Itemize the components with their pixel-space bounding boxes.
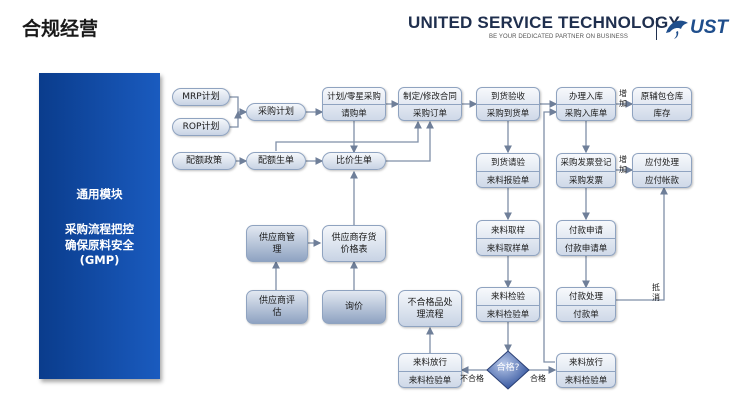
payable-bottom: 应付帐款 (633, 170, 691, 188)
supplier-price-list-node[interactable]: 供应商存货价格表 (322, 225, 386, 262)
arrival-node[interactable]: 到货验收 采购到货单 (476, 87, 540, 121)
payment-processing-node[interactable]: 付款处理 付款单 (556, 287, 616, 322)
invoice-node[interactable]: 采购发票登记 采购发票 (556, 153, 616, 188)
release-pass-bottom: 来料检验单 (557, 370, 615, 388)
testing-node[interactable]: 来料检验 来料检验单 (476, 287, 540, 322)
testing-bottom: 来料检验单 (477, 304, 539, 322)
payment-processing-top: 付款处理 (568, 292, 603, 303)
panel-line-1: 采购流程把控 (65, 222, 134, 236)
purchase-plan-node[interactable]: 采购计划 (246, 103, 306, 121)
release-pass-top: 来料放行 (568, 358, 603, 369)
purchase-order-top: 制定/修改合同 (403, 92, 457, 102)
page-title: 合规经营 (22, 18, 99, 40)
edge-label-pass: 合格 (530, 374, 546, 383)
purchase-order-node[interactable]: 制定/修改合同 采购订单 (398, 87, 462, 121)
warehousing-bottom: 采购入库单 (557, 104, 615, 120)
mrp-plan-node[interactable]: MRP计划 (172, 88, 230, 106)
release-pass-node[interactable]: 来料放行 来料检验单 (556, 353, 616, 388)
release-fail-node[interactable]: 来料放行 来料检验单 (398, 353, 462, 388)
requisition-bottom: 请购单 (323, 104, 385, 120)
edge-label-offset: 抵消 (652, 283, 660, 302)
logo-text: UST (690, 17, 728, 38)
edge-label-add-payable: 增加 (619, 155, 627, 174)
supplier-management-node[interactable]: 供应商管理 (246, 225, 308, 262)
sampling-node[interactable]: 来料取样 来料取样单 (476, 220, 540, 256)
release-fail-bottom: 来料检验单 (399, 370, 461, 388)
invoice-top: 采购发票登记 (560, 158, 612, 169)
requisition-node[interactable]: 计划/零星采购 请购单 (322, 87, 386, 121)
invoice-bottom: 采购发票 (557, 170, 615, 188)
payable-top: 应付处理 (644, 158, 679, 169)
inspection-request-node[interactable]: 到货请验 来料报验单 (476, 153, 540, 188)
arrival-top: 到货验收 (490, 92, 525, 102)
payment-processing-bottom: 付款单 (557, 304, 615, 322)
edge-label-fail: 不合格 (460, 374, 484, 383)
payment-request-top: 付款申请 (568, 225, 603, 236)
payment-request-bottom: 付款申请单 (557, 238, 615, 255)
panel-line-2: 确保原料安全 (65, 238, 134, 252)
inspection-request-bottom: 来料报验单 (477, 170, 539, 188)
requisition-top: 计划/零星采购 (327, 92, 381, 102)
rop-plan-node[interactable]: ROP计划 (172, 118, 230, 136)
nonconforming-process-node[interactable]: 不合格品处理流程 (398, 290, 462, 327)
stock-node[interactable]: 原辅包仓库 库存 (632, 87, 692, 121)
dolphin-logo-icon (666, 20, 688, 39)
testing-top: 来料检验 (490, 292, 525, 303)
stock-top: 原辅包仓库 (640, 92, 684, 102)
release-fail-top: 来料放行 (412, 358, 447, 369)
payable-node[interactable]: 应付处理 应付帐款 (632, 153, 692, 188)
arrival-bottom: 采购到货单 (477, 104, 539, 120)
sampling-top: 来料取样 (490, 225, 525, 236)
qualified-decision (486, 350, 530, 390)
brand-name: UNITED SERVICE TECHNOLOGY (408, 13, 680, 32)
brand-divider (656, 18, 657, 40)
stock-bottom: 库存 (633, 104, 691, 120)
price-compare-node[interactable]: 比价生单 (322, 152, 386, 170)
edge-label-add-stock: 增加 (619, 89, 627, 108)
panel-line-3: (GMP) (79, 253, 120, 267)
warehousing-top: 办理入库 (568, 92, 603, 102)
panel-title: 通用模块 (76, 187, 123, 201)
supplier-evaluation-node[interactable]: 供应商评估 (246, 290, 308, 324)
module-panel: 通用模块 采购流程把控 确保原料安全 (GMP) (39, 73, 160, 379)
inspection-request-top: 到货请验 (490, 158, 525, 169)
quota-policy-node[interactable]: 配额政策 (172, 152, 236, 170)
sampling-bottom: 来料取样单 (477, 238, 539, 255)
payment-request-node[interactable]: 付款申请 付款申请单 (556, 220, 616, 256)
quota-order-node[interactable]: 配额生单 (246, 152, 306, 170)
brand-tagline: BE YOUR DEDICATED PARTNER ON BUSINESS (489, 34, 628, 40)
qualified-label: 合格? (496, 363, 520, 373)
warehousing-node[interactable]: 办理入库 采购入库单 (556, 87, 616, 121)
purchase-order-bottom: 采购订单 (399, 104, 461, 120)
inquiry-node[interactable]: 询价 (322, 290, 386, 324)
